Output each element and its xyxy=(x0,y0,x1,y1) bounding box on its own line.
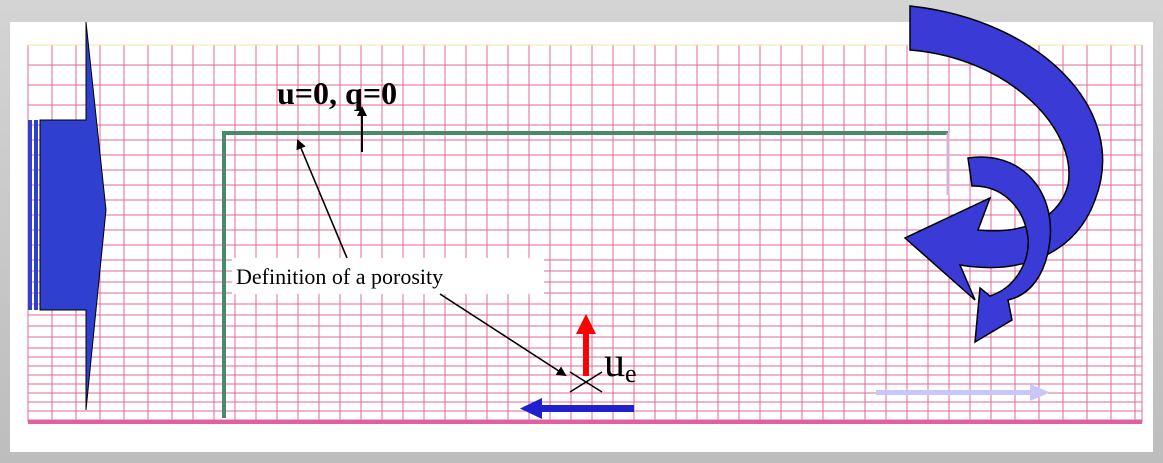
velocity-vector-light xyxy=(876,384,1050,401)
cell-marker-x xyxy=(569,371,603,393)
velocity-symbol: u xyxy=(604,340,625,386)
porosity-label: Definition of a porosity xyxy=(236,264,443,289)
porosity-pointer-lower xyxy=(439,293,567,377)
boundary-condition-label: u=0, q=0 xyxy=(277,75,397,111)
porosity-label-background xyxy=(232,258,544,294)
inlet-profile-icon xyxy=(28,21,107,411)
curved-arrow-icon xyxy=(903,5,1104,344)
porosity-boundary xyxy=(222,131,948,418)
velocity-subscript: e xyxy=(625,359,637,388)
velocity-vector-blue xyxy=(520,398,634,419)
porosity-pointer-upper xyxy=(296,139,348,259)
velocity-label: ue xyxy=(604,340,637,388)
velocity-vector-red xyxy=(576,314,596,376)
